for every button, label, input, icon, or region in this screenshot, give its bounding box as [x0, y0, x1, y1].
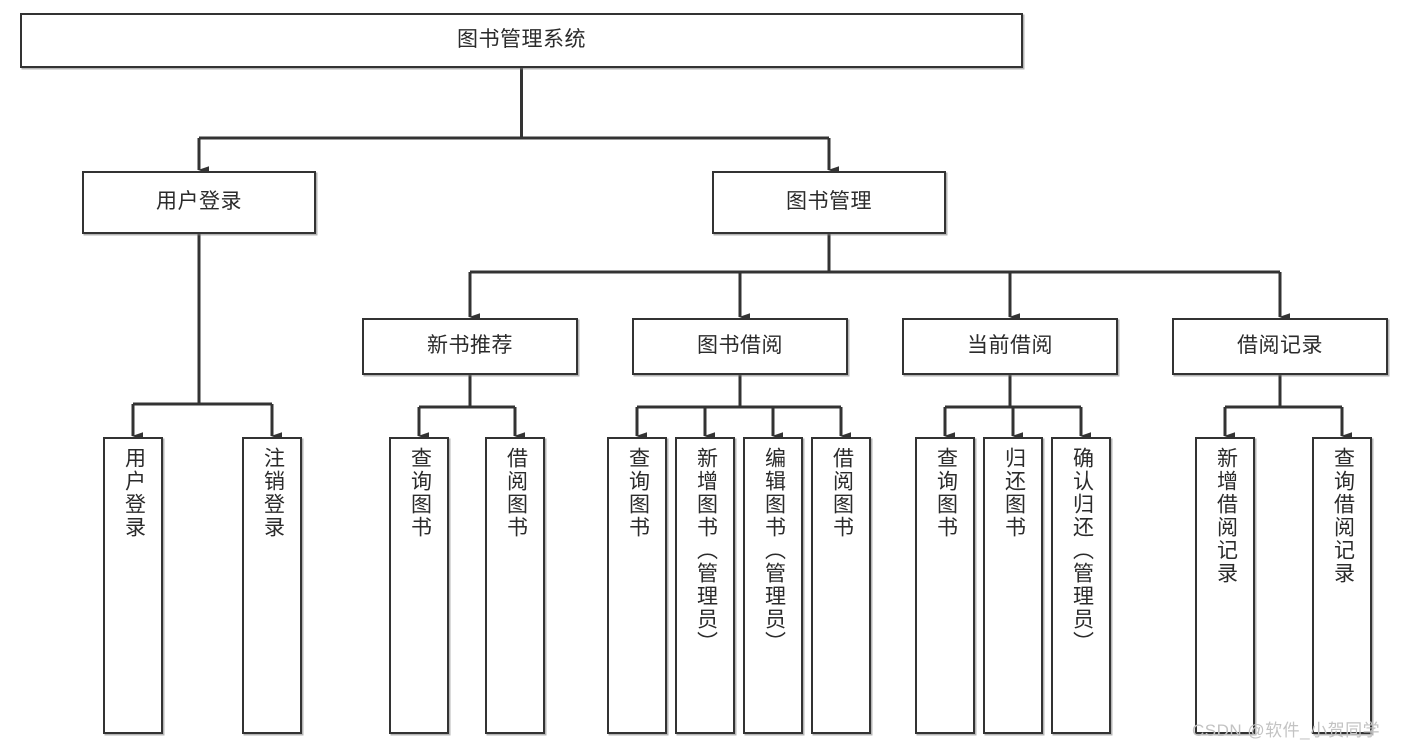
node-label: 新增借阅记录 [1214, 447, 1238, 585]
csdn-watermark: CSDN @软件_小贺同学 [1192, 721, 1381, 740]
node-label: 查询图书 [626, 447, 650, 539]
node-r1[interactable]: 新增借阅记录 [1195, 437, 1255, 734]
node-n1[interactable]: 查询图书 [389, 437, 449, 734]
node-label: 借阅图书 [830, 447, 854, 539]
node-b4[interactable]: 借阅图书 [811, 437, 871, 734]
node-label: 图书管理 [786, 190, 872, 214]
node-label: 新增图书（管理员） [694, 447, 718, 654]
node-records[interactable]: 借阅记录 [1172, 318, 1388, 375]
node-root[interactable]: 图书管理系统 [20, 13, 1023, 68]
node-r2[interactable]: 查询借阅记录 [1312, 437, 1372, 734]
node-current[interactable]: 当前借阅 [902, 318, 1118, 375]
node-label: 当前借阅 [967, 334, 1053, 358]
node-newbook[interactable]: 新书推荐 [362, 318, 578, 375]
node-label: 查询借阅记录 [1331, 447, 1355, 585]
node-b2[interactable]: 新增图书（管理员） [675, 437, 735, 734]
node-label: 确认归还（管理员） [1070, 447, 1094, 654]
node-c1[interactable]: 查询图书 [915, 437, 975, 734]
node-label: 图书借阅 [697, 334, 783, 358]
node-b3[interactable]: 编辑图书（管理员） [743, 437, 803, 734]
node-l1[interactable]: 用户登录 [103, 437, 163, 734]
node-n2[interactable]: 借阅图书 [485, 437, 545, 734]
node-c2[interactable]: 归还图书 [983, 437, 1043, 734]
node-label: 编辑图书（管理员） [762, 447, 786, 654]
node-label: 图书管理系统 [457, 28, 586, 52]
node-login[interactable]: 用户登录 [82, 171, 316, 234]
node-borrow[interactable]: 图书借阅 [632, 318, 848, 375]
node-label: 注销登录 [261, 447, 285, 539]
node-b1[interactable]: 查询图书 [607, 437, 667, 734]
node-label: 借阅记录 [1237, 334, 1323, 358]
node-c3[interactable]: 确认归还（管理员） [1051, 437, 1111, 734]
node-label: 新书推荐 [427, 334, 513, 358]
node-label: 查询图书 [408, 447, 432, 539]
node-bookmgmt[interactable]: 图书管理 [712, 171, 946, 234]
node-label: 用户登录 [156, 190, 242, 214]
node-label: 借阅图书 [504, 447, 528, 539]
node-label: 归还图书 [1002, 447, 1026, 539]
node-l2[interactable]: 注销登录 [242, 437, 302, 734]
node-label: 查询图书 [934, 447, 958, 539]
node-label: 用户登录 [122, 447, 146, 539]
